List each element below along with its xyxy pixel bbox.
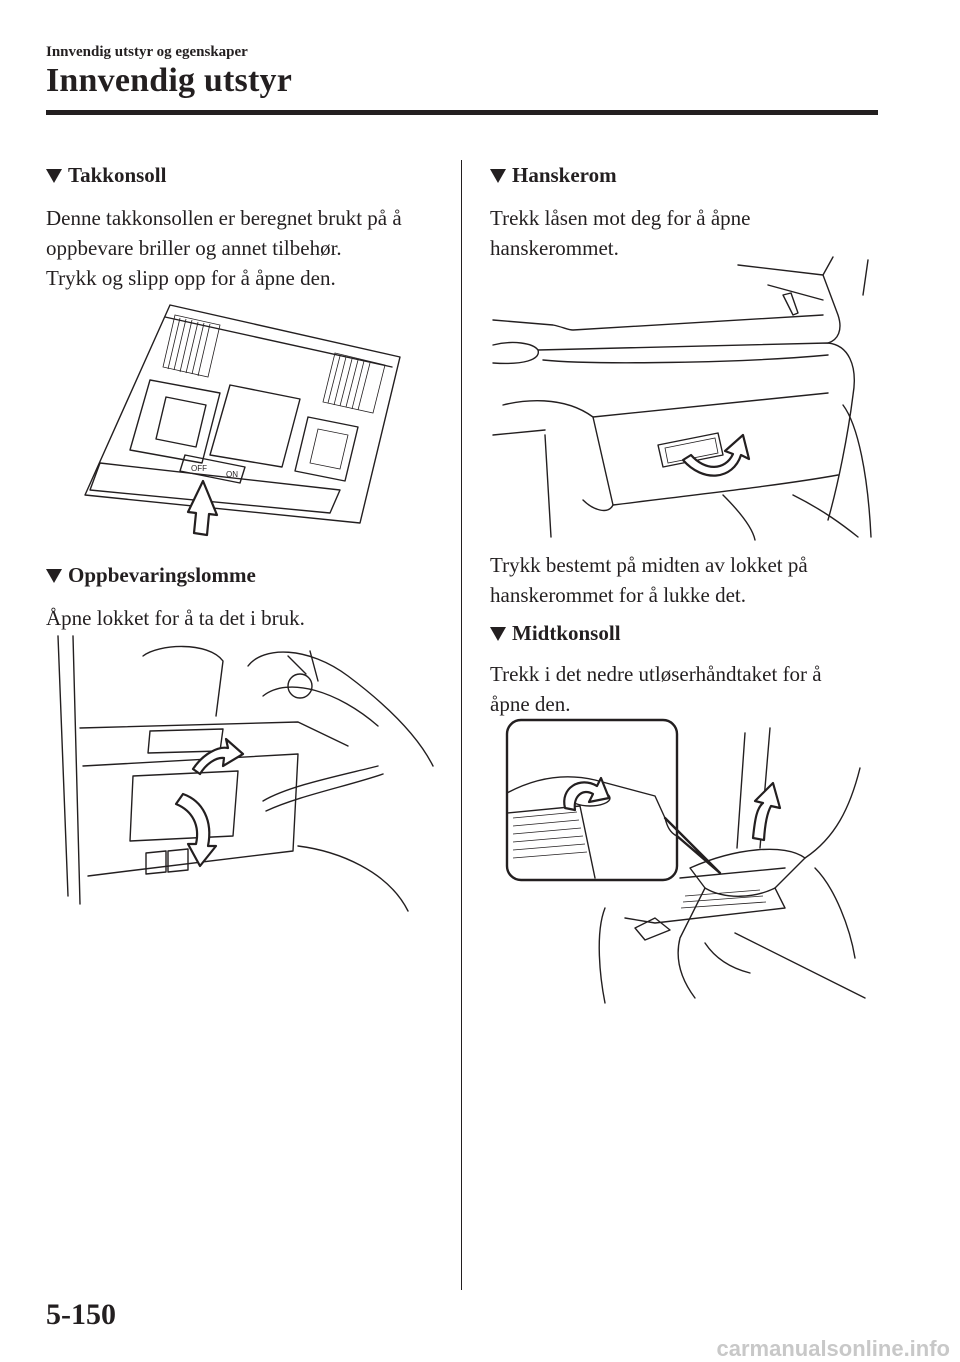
lower-lid-arrow-icon — [174, 792, 218, 868]
triangle-bullet-icon — [46, 569, 62, 583]
center-console-illustration — [505, 718, 866, 1004]
glove-box-illustration — [492, 256, 872, 541]
heading-hanskerom: Hanskerom — [490, 163, 617, 188]
inset-release-arrow-icon — [563, 776, 611, 812]
chapter-label: Innvendig utstyr og egenskaper — [46, 44, 248, 60]
storage-pocket-illustration — [57, 635, 434, 912]
triangle-bullet-icon — [490, 627, 506, 641]
watermark: carmanualsonline.info — [716, 1336, 951, 1361]
svg-text:ON: ON — [226, 470, 238, 479]
text-hanskerom-close: Trykk bestemt på midten av lokket på han… — [490, 553, 808, 607]
text-hanskerom: Trekk låsen mot deg for å åpne hanskerom… — [490, 206, 751, 260]
page-number: 5-150 — [46, 1298, 116, 1331]
push-up-arrow-icon — [186, 479, 219, 537]
heading-midtkonsoll: Midtkonsoll — [490, 621, 621, 646]
page-title: Innvendig utstyr — [46, 62, 292, 99]
triangle-bullet-icon — [46, 169, 62, 183]
heading-takkonsoll: Takkonsoll — [46, 163, 166, 188]
text-oppbevaringslomme: Åpne lokket for å ta det i bruk. — [46, 606, 305, 630]
overhead-console-illustration: OFF ON — [84, 304, 401, 537]
column-divider — [461, 160, 462, 1290]
pull-latch-arrow-icon — [681, 433, 751, 477]
svg-text:OFF: OFF — [191, 464, 207, 473]
text-takkonsoll: Denne takkonsollen er beregnet brukt på … — [46, 206, 402, 290]
title-rule — [46, 110, 878, 115]
heading-oppbevaringslomme: Oppbevaringslomme — [46, 563, 256, 588]
text-midtkonsoll: Trekk i det nedre utløserhåndtaket for å… — [490, 662, 822, 716]
triangle-bullet-icon — [490, 169, 506, 183]
console-open-arrow-icon — [751, 781, 782, 842]
open-lid-arrow-icon — [191, 737, 245, 776]
